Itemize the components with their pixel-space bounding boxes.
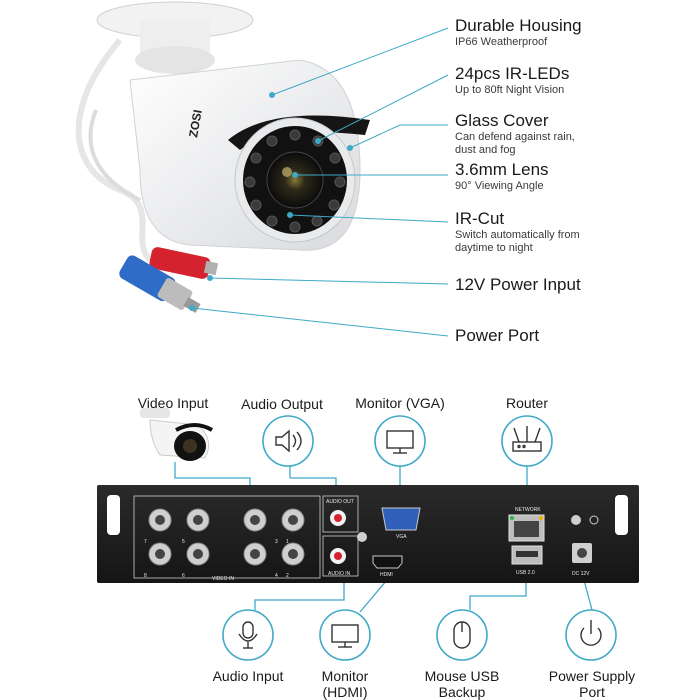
feature-glass-cover: Glass Cover Can defend against rain, dus…: [455, 111, 595, 157]
power-icon: [580, 620, 602, 646]
usb-text: USB 2.0: [516, 570, 535, 576]
power-connector-red: [149, 247, 219, 279]
feature-title: Glass Cover: [455, 111, 549, 130]
feature-subtitle: Switch automatically from daytime to nig…: [455, 229, 580, 254]
ch-6: 6: [182, 573, 185, 579]
network-text: NETWORK: [515, 507, 541, 513]
ch-8: 8: [144, 573, 147, 579]
feature-title: Power Port: [455, 326, 540, 345]
speaker-icon: [275, 429, 302, 453]
dc-text: DC 12V: [572, 571, 590, 577]
camera-brand: ZOSI: [186, 108, 205, 138]
feature-ir-cut: IR-Cut Switch automatically from daytime…: [455, 209, 595, 255]
monitor-vga-circle: [374, 415, 426, 467]
label-audio-output: Audio Output: [241, 396, 323, 412]
microphone-circle: [222, 609, 274, 661]
feature-title: 12V Power Input: [455, 275, 581, 294]
feature-title: 24pcs IR-LEDs: [455, 64, 570, 83]
feature-subtitle: Up to 80ft Night Vision: [455, 84, 565, 96]
microphone-icon: [238, 621, 258, 649]
sun-visor: [228, 115, 370, 150]
hdmi-port: [372, 555, 403, 569]
camera-cable: [75, 38, 153, 263]
vga-text: VGA: [396, 534, 407, 540]
speaker-circle: [262, 415, 314, 467]
feature-title: IR-Cut: [455, 209, 505, 228]
feature-subtitle: IP66 Weatherproof: [455, 36, 548, 48]
camera-icon: [140, 408, 214, 461]
feature-title: 3.6mm Lens: [455, 160, 549, 179]
label-audio-input: Audio Input: [212, 668, 284, 684]
mouse-icon: [453, 621, 471, 649]
feature-title: Durable Housing: [455, 16, 582, 35]
audio-in-text: AUDIO IN: [328, 571, 351, 577]
video-in-block: [133, 495, 321, 579]
label-router: Router: [505, 395, 549, 411]
router-icon: [512, 426, 542, 452]
mouse-circle: [436, 609, 488, 661]
label-monitor-hdmi: Monitor (HDMI): [321, 668, 369, 700]
feature-durable-housing: Durable Housing IP66 Weatherproof: [455, 16, 695, 49]
monitor-icon: [386, 430, 414, 454]
ir-leds: [244, 129, 346, 233]
audio-out-text: AUDIO OUT: [326, 499, 354, 505]
ch-5: 5: [182, 539, 185, 545]
feature-subtitle: Can defend against rain, dust and fog: [455, 131, 575, 156]
monitor-hdmi-circle: [319, 609, 371, 661]
ch-2: 2: [286, 573, 289, 579]
feature-lens: 3.6mm Lens 90° Viewing Angle: [455, 160, 695, 193]
dvr-rear-panel: 7 5 3 8 6 4 2 1 VIDEO IN AUDIO OUT AUDIO…: [97, 485, 639, 583]
vga-port: [381, 507, 421, 531]
ch-7: 7: [144, 539, 147, 545]
power-circle: [565, 609, 617, 661]
label-video-input: Video Input: [137, 395, 209, 411]
label-monitor-vga: Monitor (VGA): [355, 395, 445, 411]
video-in-text: VIDEO IN: [212, 576, 234, 582]
hdmi-text: HDMI: [380, 572, 393, 578]
label-power-supply: Power Supply Port: [548, 668, 636, 700]
feature-power-port: Power Port: [455, 326, 695, 346]
monitor-icon-hdmi: [331, 624, 359, 648]
feature-power-input: 12V Power Input: [455, 275, 695, 295]
ch-4: 4: [275, 573, 278, 579]
label-mouse-usb: Mouse USB Backup: [424, 668, 500, 700]
camera-lens: [266, 151, 324, 209]
camera-illustration: ZOSI: [75, 1, 370, 313]
feature-leader-lines: [189, 27, 449, 337]
feature-ir-leds: 24pcs IR-LEDs Up to 80ft Night Vision: [455, 64, 695, 97]
ch-1: 1: [286, 539, 289, 545]
feature-subtitle: 90° Viewing Angle: [455, 180, 544, 192]
ch-3: 3: [275, 539, 278, 545]
